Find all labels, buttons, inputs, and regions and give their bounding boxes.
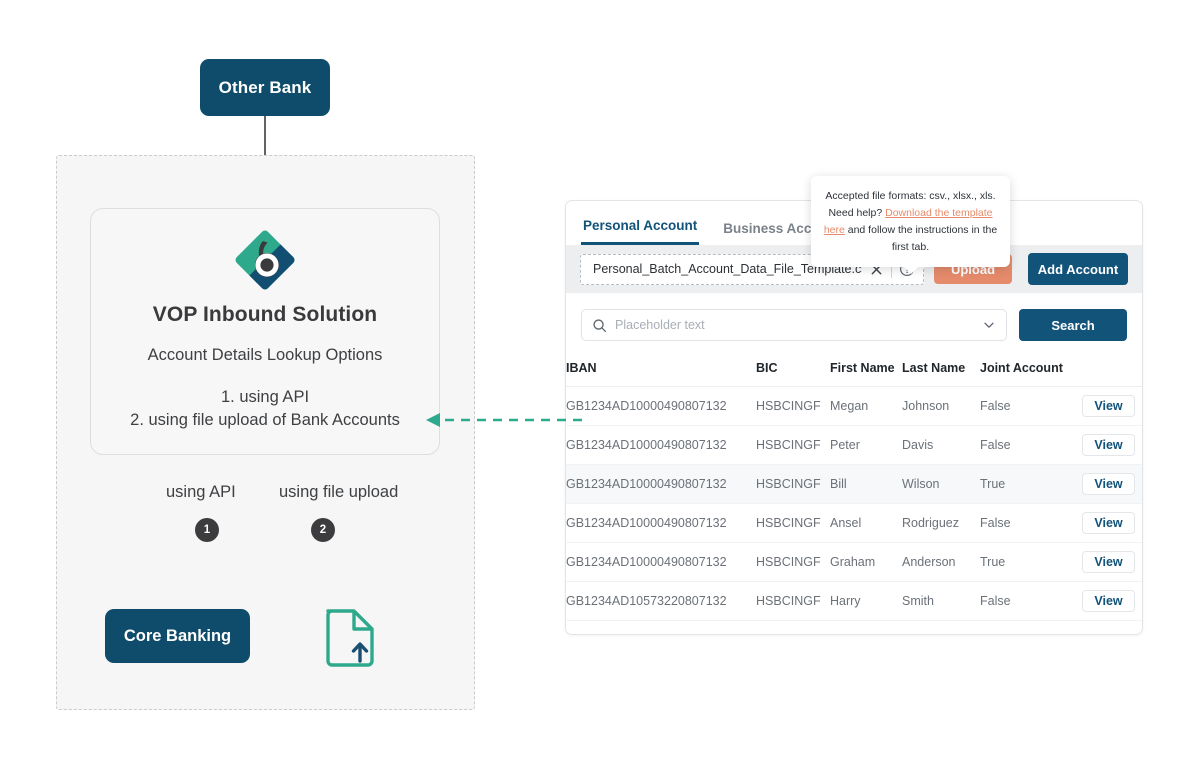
search-input-wrapper[interactable]: Placeholder text xyxy=(581,309,1007,341)
cell-bic: HSBCINGF xyxy=(756,386,830,426)
cell-last-name: Wilson xyxy=(902,464,980,504)
tooltip-line-1: Accepted file formats: csv., xlsx., xls. xyxy=(825,190,996,202)
search-input[interactable]: Placeholder text xyxy=(615,318,705,332)
file-format-tooltip: Accepted file formats: csv., xlsx., xls.… xyxy=(811,176,1010,274)
cell-joint-account: False xyxy=(980,425,1075,465)
cell-bic: HSBCINGF xyxy=(756,581,830,621)
cell-iban: GB1234AD10000490807132 xyxy=(566,425,756,465)
selected-file-name: Personal_Batch_Account_Data_File_Templat… xyxy=(593,262,862,276)
cell-actions: View xyxy=(1075,425,1142,465)
view-button[interactable]: View xyxy=(1082,395,1135,417)
file-upload-icon xyxy=(326,609,374,667)
download-template-link[interactable]: Download the template here xyxy=(823,207,993,236)
cell-bic: HSBCINGF xyxy=(756,503,830,543)
vop-brand-logo xyxy=(235,230,295,290)
step-marker-1: 1 xyxy=(195,518,219,542)
cell-first-name: Megan xyxy=(830,386,902,426)
cell-iban: GB1234AD10000490807132 xyxy=(566,386,756,426)
cell-last-name: Anderson xyxy=(902,542,980,582)
cell-first-name: Harry xyxy=(830,581,902,621)
tooltip-line-3: and follow the instructions in the first… xyxy=(844,224,998,253)
column-header-bic: BIC xyxy=(756,355,830,387)
view-button[interactable]: View xyxy=(1082,590,1135,612)
step-marker-2-label: 2 xyxy=(319,524,327,536)
add-account-button[interactable]: Add Account xyxy=(1028,253,1128,285)
cell-bic: HSBCINGF xyxy=(756,542,830,582)
dashed-teal-arrow xyxy=(426,413,582,427)
toolbar-divider xyxy=(891,260,892,278)
column-header-joint-account: Joint Account xyxy=(980,355,1075,387)
step-marker-1-label: 1 xyxy=(203,524,211,536)
other-bank-label: Other Bank xyxy=(218,77,312,97)
core-banking-node: Core Banking xyxy=(105,609,250,663)
cell-joint-account: False xyxy=(980,503,1075,543)
cell-iban: GB1234AD10573220807132 xyxy=(566,581,756,621)
vop-subtitle: Account Details Lookup Options xyxy=(147,346,383,364)
cell-iban: GB1234AD10000490807132 xyxy=(566,464,756,504)
other-bank-node: Other Bank xyxy=(200,59,330,116)
column-header-actions xyxy=(1075,355,1142,387)
cell-bic: HSBCINGF xyxy=(756,425,830,465)
cell-first-name: Graham xyxy=(830,542,902,582)
vop-option-file-upload: 2. using file upload of Bank Accounts xyxy=(130,411,400,429)
branch-label-api: using API xyxy=(166,483,236,501)
cell-joint-account: False xyxy=(980,386,1075,426)
step-marker-2: 2 xyxy=(311,518,335,542)
cell-last-name: Rodriguez xyxy=(902,503,980,543)
view-button[interactable]: View xyxy=(1082,434,1135,456)
view-button[interactable]: View xyxy=(1082,512,1135,534)
cell-actions: View xyxy=(1075,542,1142,582)
vop-title: VOP Inbound Solution xyxy=(152,303,378,326)
search-icon xyxy=(593,318,607,332)
accounts-table: IBAN BIC First Name Last Name Joint Acco… xyxy=(566,355,1142,621)
chevron-down-icon[interactable] xyxy=(982,318,996,332)
cell-first-name: Ansel xyxy=(830,503,902,543)
cell-first-name: Bill xyxy=(830,464,902,504)
branch-label-file-upload: using file upload xyxy=(279,483,399,501)
core-banking-label: Core Banking xyxy=(123,626,232,645)
vop-flow-diagram: Other Bank VOP Inbound Solution Account … xyxy=(0,0,560,761)
cell-joint-account: True xyxy=(980,464,1075,504)
column-header-iban: IBAN xyxy=(566,355,756,387)
cell-actions: View xyxy=(1075,386,1142,426)
tooltip-line-2: Need help? xyxy=(828,207,886,219)
vop-inbound-solution-card: VOP Inbound Solution Account Details Loo… xyxy=(90,208,440,455)
cell-iban: GB1234AD10000490807132 xyxy=(566,542,756,582)
cell-joint-account: False xyxy=(980,581,1075,621)
column-header-last-name: Last Name xyxy=(902,355,980,387)
tab-personal-account-label: Personal Account xyxy=(583,218,698,233)
cell-last-name: Johnson xyxy=(902,386,980,426)
search-row: Placeholder text Search xyxy=(566,293,1142,341)
view-button[interactable]: View xyxy=(1082,473,1135,495)
search-button[interactable]: Search xyxy=(1019,309,1127,341)
view-button[interactable]: View xyxy=(1082,551,1135,573)
vop-option-api: 1. using API xyxy=(220,388,310,406)
cell-joint-account: True xyxy=(980,542,1075,582)
column-header-first-name: First Name xyxy=(830,355,902,387)
cell-bic: HSBCINGF xyxy=(756,464,830,504)
cell-first-name: Peter xyxy=(830,425,902,465)
cell-last-name: Davis xyxy=(902,425,980,465)
cell-actions: View xyxy=(1075,464,1142,504)
cell-last-name: Smith xyxy=(902,581,980,621)
table-header-row: IBAN BIC First Name Last Name Joint Acco… xyxy=(566,355,1142,387)
tab-personal-account[interactable]: Personal Account xyxy=(581,218,700,245)
cell-iban: GB1234AD10000490807132 xyxy=(566,503,756,543)
cell-actions: View xyxy=(1075,503,1142,543)
cell-actions: View xyxy=(1075,581,1142,621)
